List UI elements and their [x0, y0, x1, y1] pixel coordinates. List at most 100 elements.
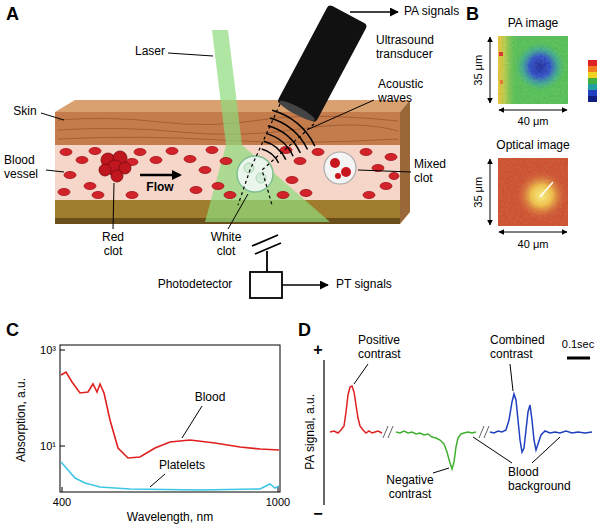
blood-curve	[61, 372, 279, 458]
red-cell	[134, 149, 146, 156]
image-band	[498, 36, 568, 104]
detector-wire	[266, 251, 268, 272]
red-cell	[286, 177, 298, 184]
wave-arc	[270, 118, 308, 150]
leader-lines	[41, 53, 411, 229]
flow-arrow	[140, 174, 180, 177]
red-clot	[99, 151, 131, 182]
image-blob	[498, 36, 568, 104]
panel-letter: C	[6, 320, 19, 341]
block-side	[400, 100, 410, 224]
axis-tick-label: 10¹	[40, 440, 56, 453]
red-cell	[184, 156, 196, 163]
image-ground	[498, 158, 568, 226]
axis-tick	[62, 487, 63, 492]
dimension-lines	[490, 37, 567, 232]
axis-title: Absorption, a.u.	[15, 378, 29, 462]
red-cell	[92, 192, 104, 199]
red-cell	[89, 148, 101, 155]
red-cell	[389, 173, 399, 180]
red-cell	[294, 158, 306, 165]
color-bar	[588, 60, 597, 102]
pa-signal-arrow	[350, 11, 398, 13]
wave-arc	[262, 149, 279, 163]
axis-tick	[60, 350, 65, 351]
dimension-label: 35 μm	[472, 177, 485, 208]
clot-part	[99, 164, 111, 176]
panel-letter: B	[466, 4, 479, 25]
red-cell	[360, 149, 372, 156]
curve-label: Platelets	[159, 459, 205, 473]
flow-label: Flow	[146, 181, 173, 195]
color-step	[588, 72, 597, 78]
trace-label: Negative contrast	[383, 474, 438, 502]
red-cell	[60, 149, 72, 156]
spectrum-plot	[60, 345, 280, 492]
wave-arc	[264, 141, 286, 159]
image-title: PA image	[508, 17, 558, 31]
red-cell	[212, 183, 224, 190]
dimension-line	[490, 159, 491, 225]
red-cell	[224, 192, 236, 199]
color-step	[588, 84, 597, 90]
color-step	[588, 60, 597, 66]
focus-outline	[238, 104, 314, 205]
axis-tick-label: 1000	[266, 496, 290, 509]
leader-lines	[354, 364, 560, 473]
signal-label: PA signals	[404, 5, 459, 19]
part-label: Red clot	[96, 231, 130, 259]
dimension-label: 35 μm	[472, 55, 485, 86]
leader-line	[228, 194, 248, 229]
part-label: Laser	[135, 45, 165, 59]
axis-tick-label: 400	[53, 496, 71, 509]
axis-title: Wavelength, nm	[127, 511, 213, 525]
positive-trace	[330, 386, 382, 433]
leader-line	[46, 170, 64, 172]
pointer-arrow	[540, 182, 553, 197]
part-label: White clot	[206, 231, 246, 259]
panel-letter: A	[6, 4, 19, 25]
leader-line	[182, 406, 202, 438]
mixed-clot	[324, 152, 356, 184]
part-label: Mixed clot	[414, 158, 454, 186]
leader-line	[168, 53, 213, 56]
red-cell	[64, 172, 76, 179]
leader-line	[473, 437, 512, 463]
dimension-line	[490, 37, 491, 103]
red-cell	[166, 148, 178, 155]
pt-signal-arrow	[282, 284, 328, 286]
red-cell	[312, 149, 324, 156]
red-cell	[206, 147, 218, 154]
wave-arc	[268, 126, 300, 153]
axis-title: PA signal, a.u.	[304, 394, 318, 470]
red-cell	[150, 157, 162, 164]
color-step	[588, 78, 597, 84]
part-label: Skin	[13, 105, 36, 119]
color-step	[588, 96, 597, 102]
image-noise	[498, 36, 568, 104]
red-cell	[385, 154, 397, 161]
axis-tick	[278, 487, 279, 492]
clot-part	[341, 167, 351, 177]
white-clot	[237, 156, 273, 192]
clot-part	[335, 173, 341, 179]
signal-plot	[324, 358, 592, 505]
clot-part	[256, 173, 266, 183]
axis-sign: +	[313, 341, 322, 359]
red-cell	[300, 190, 312, 197]
clot-part	[330, 158, 340, 168]
color-step	[588, 66, 597, 72]
red-cell	[277, 192, 289, 199]
leader-line	[358, 170, 411, 172]
transducer-face	[278, 98, 317, 124]
ultrasound-transducer	[276, 4, 368, 124]
panel-letter: D	[298, 320, 311, 341]
red-cell	[199, 167, 211, 174]
trace-label: Blood background	[508, 466, 580, 494]
scale-label: 0.1sec	[562, 338, 594, 351]
axis-sign: −	[313, 505, 322, 523]
photodetector	[250, 235, 282, 298]
dimension-line	[499, 232, 567, 233]
color-step	[588, 90, 597, 96]
